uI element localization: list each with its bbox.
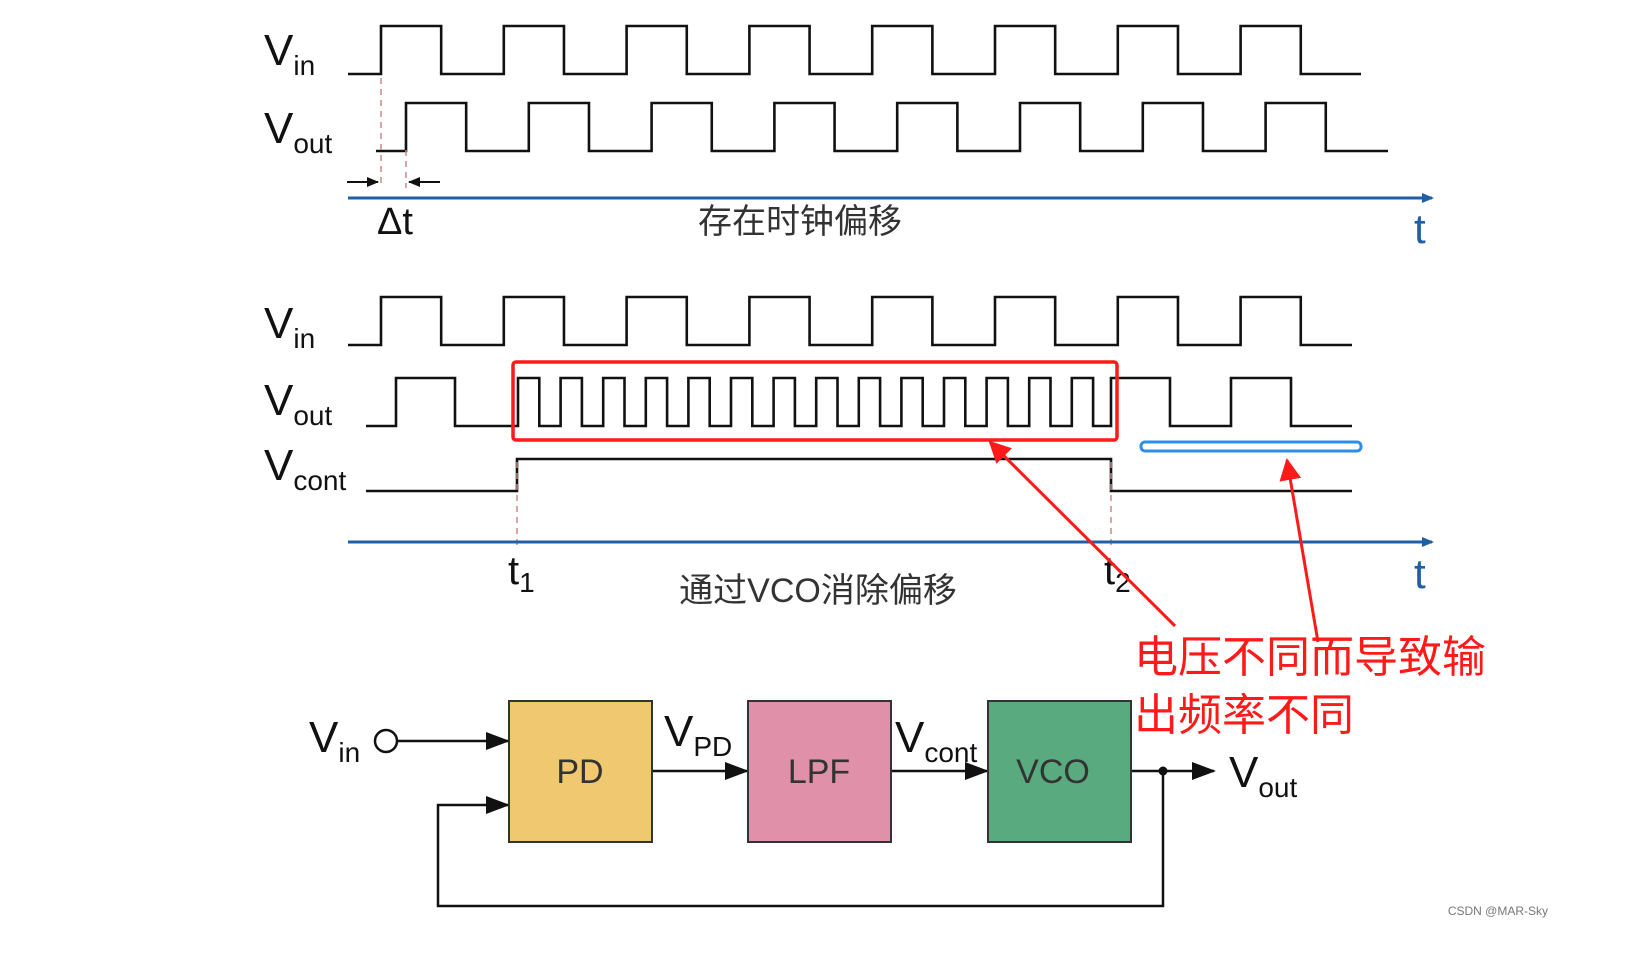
annotation-arrow-2	[1279, 458, 1320, 643]
block-vout-label: Vout	[1229, 748, 1298, 803]
block-vcont-label: Vcont	[895, 713, 978, 768]
input-terminal	[373, 728, 399, 754]
red-annotation: 电压不同而导致输 出频率不同	[988, 440, 1486, 741]
time-axis-label-2: t	[1414, 550, 1426, 597]
vin-waveform-1	[348, 24, 1361, 76]
annotation-text-line1: 电压不同而导致输	[1134, 632, 1486, 683]
vout-waveform-1	[376, 101, 1388, 153]
vco-block-label: VCO	[1016, 753, 1090, 791]
vco-block	[987, 700, 1132, 843]
vcont-label: Vcont	[264, 441, 347, 496]
vout-label-2: Vout	[264, 376, 333, 431]
panel-vco-correction: Vin Vout Vcont t1 t2 t 通过VCO消除偏移	[264, 295, 1434, 610]
t1-label: t1	[508, 549, 535, 598]
pd-block-label: PD	[556, 753, 603, 791]
caption-vco-correction: 通过VCO消除偏移	[679, 572, 957, 610]
vin-waveform-2	[348, 295, 1352, 347]
delta-t-label: Δt	[377, 201, 413, 243]
feedback-loop-path	[436, 771, 1165, 908]
pll-block-diagram: PD LPF VCO Vin VPD Vcont Vout	[309, 700, 1298, 908]
block-vpd-label: VPD	[664, 707, 732, 762]
vcont-waveform	[366, 457, 1352, 493]
watermark: CSDN @MAR-Sky	[1448, 904, 1548, 918]
lpf-block	[747, 700, 892, 843]
panel-clock-skew: Vin Vout Δt t 存在时钟偏移	[264, 24, 1434, 252]
highlight-fast-region	[511, 360, 1119, 442]
caption-clock-skew: 存在时钟偏移	[698, 203, 902, 241]
annotation-text-line2: 出频率不同	[1134, 690, 1354, 741]
time-axis-label-1: t	[1414, 205, 1426, 252]
vout-waveform-2	[366, 376, 1352, 428]
highlight-normal-region	[1139, 440, 1363, 453]
vin-label-1: Vin	[264, 26, 315, 81]
vin-label-2: Vin	[264, 299, 315, 354]
annotation-arrow-1	[988, 440, 1177, 628]
vout-label-1: Vout	[264, 104, 333, 159]
lpf-block-label: LPF	[788, 753, 850, 791]
pd-block	[508, 700, 653, 843]
t2-label: t2	[1104, 549, 1131, 598]
block-vin-label: Vin	[309, 713, 360, 768]
